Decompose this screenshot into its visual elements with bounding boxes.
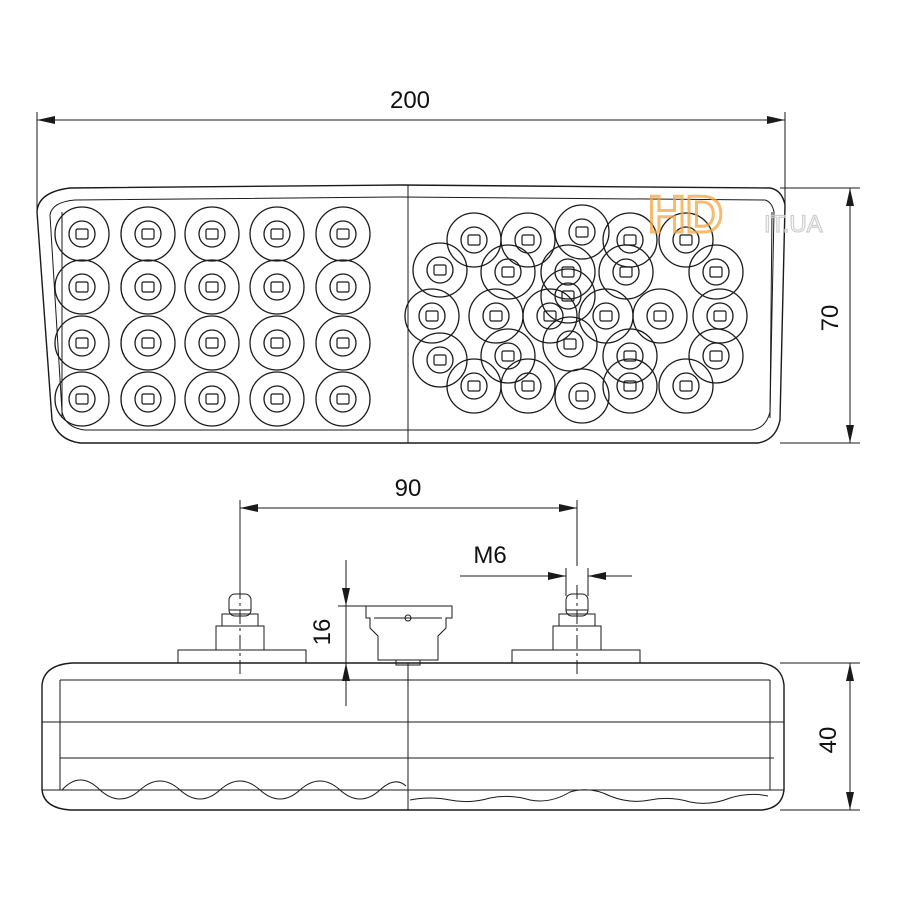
right-led — [500, 212, 556, 268]
right-led — [688, 328, 744, 384]
left-led — [249, 315, 305, 371]
left-led-grid — [54, 206, 371, 427]
front-housing-outline — [36, 184, 786, 444]
right-led — [446, 212, 502, 268]
left-led — [54, 371, 110, 427]
left-led — [120, 371, 176, 427]
right-led — [658, 358, 714, 414]
dimension-depth: 40 — [780, 662, 860, 811]
dimension-connector-height: 16 — [309, 560, 380, 706]
dimension-thread: M6 — [460, 542, 632, 596]
left-led — [54, 315, 110, 371]
dimension-width: 200 — [36, 87, 786, 215]
connector-height-label: 16 — [309, 619, 336, 646]
right-led — [692, 288, 748, 344]
left-led — [120, 315, 176, 371]
left-led — [315, 206, 371, 262]
watermark-logo: HD IT.UA — [647, 185, 824, 246]
front-view — [36, 184, 786, 444]
right-led — [688, 244, 744, 300]
right-bolt — [511, 593, 641, 664]
left-led — [54, 259, 110, 315]
left-led — [120, 259, 176, 315]
right-led — [542, 316, 598, 372]
bolt-spacing-label: 90 — [395, 475, 422, 502]
left-led — [249, 259, 305, 315]
left-led — [184, 259, 240, 315]
watermark-site: IT.UA — [764, 211, 823, 238]
right-led — [480, 328, 536, 384]
left-led — [120, 206, 176, 262]
right-led — [446, 358, 502, 414]
left-led — [315, 371, 371, 427]
right-led — [468, 288, 524, 344]
left-led — [184, 371, 240, 427]
front-lens-edge — [61, 211, 773, 419]
right-led — [500, 358, 556, 414]
right-led — [578, 288, 634, 344]
thread-label: M6 — [473, 542, 506, 569]
watermark-brand: HD — [648, 186, 723, 244]
lens-wave-right — [409, 789, 769, 804]
left-led — [315, 259, 371, 315]
height-label: 70 — [817, 305, 844, 332]
right-led-cluster — [404, 204, 748, 424]
right-led — [602, 328, 658, 384]
right-led — [554, 204, 610, 260]
width-label: 200 — [390, 87, 430, 114]
right-led — [658, 212, 714, 268]
right-led — [404, 288, 460, 344]
left-led — [249, 371, 305, 427]
right-led — [632, 288, 688, 344]
side-view — [41, 585, 785, 811]
dimension-bolt-spacing: 90 — [239, 475, 578, 588]
depth-label: 40 — [815, 727, 842, 754]
right-led — [480, 244, 536, 300]
connector — [365, 605, 453, 666]
left-led — [184, 206, 240, 262]
right-led — [554, 368, 610, 424]
right-led — [598, 244, 654, 300]
right-led — [522, 288, 578, 344]
front-housing-inner — [49, 196, 775, 431]
left-led — [315, 315, 371, 371]
right-led — [602, 358, 658, 414]
right-led — [412, 332, 468, 388]
right-led — [540, 268, 596, 324]
side-housing-outline — [41, 662, 785, 811]
left-led — [184, 315, 240, 371]
dimension-height: 70 — [780, 187, 860, 444]
lens-wave-left — [61, 779, 407, 800]
right-led — [412, 242, 468, 298]
left-led — [54, 206, 110, 262]
left-led — [249, 206, 305, 262]
left-bolt — [177, 593, 307, 664]
